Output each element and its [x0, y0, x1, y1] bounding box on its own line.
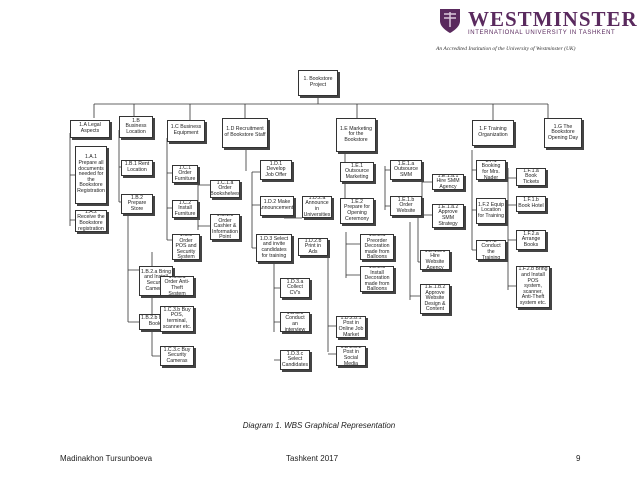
wbs-node-1c3: 1.C.3 Order POS and Security System [172, 234, 200, 260]
wbs-node-1c3a: 1.C.3.a Order Anti-Theft System [160, 276, 194, 296]
wbs-node-1c: 1.C Business Equipment [167, 120, 205, 142]
wbs-node-1d2b2: 1.D.2.b.2 Post in Social Media [336, 346, 366, 366]
wbs-node-1e1b2: 1.E.1.b.2 Approve Website Design & Conte… [420, 284, 450, 314]
wbs-node-root: 1. Bookstore Project [298, 70, 338, 96]
accreditation-text: An Accredited Institution of the Univers… [436, 46, 576, 52]
wbs-node-1f1b: 1.F.1.b Book Hotel [516, 196, 546, 212]
wbs-node-1d: 1.D Recruitment of Bookstore Staff [222, 118, 268, 148]
wbs-node-1e1a: 1.E.1.a Outsource SMM [390, 160, 422, 180]
wbs-node-1e1a2: 1.E.1.a.2 Approve SMM Strategy [432, 204, 464, 228]
wbs-node-1d1: 1.D.1 Develop Job Offer [260, 160, 292, 180]
wbs-node-1d2a: 1.D.2.a Announce in Universities [302, 196, 332, 218]
wbs-node-1f1a: 1.F.1.a Book Tickets [516, 168, 546, 186]
wbs-node-1d3: 1.D.3 Select and invite candidates for t… [256, 234, 292, 262]
wbs-node-1f2b: 1.F.2.b Bring and Install POS system, sc… [516, 266, 550, 308]
logo-top: WESTMINSTER INTERNATIONAL UNIVERSITY IN … [438, 5, 637, 36]
wbs-node-1c3c: 1.C.3.c Buy Security Cameras [160, 346, 194, 366]
wbs-node-1a1: 1.A.1 Prepare all documents needed for t… [75, 146, 107, 204]
wbs-node-1e2: 1.E.2 Prepare for Opening Ceremony [340, 198, 374, 224]
wbs-node-1e1b1: 1.E.1.b.1 Hire Website Agency [420, 250, 450, 270]
wbs-node-1f2a: 1.F.2.a Arrange Books [516, 230, 546, 250]
wbs-node-1e2b: 1.E.2.b Install Decoration made from Bal… [360, 266, 394, 292]
wbs-node-1b2: 1.B.2 Prepare Store [121, 194, 153, 214]
wbs-node-1b: 1.B Business Location [119, 116, 153, 138]
logo-subtitle: INTERNATIONAL UNIVERSITY IN TASHKENT [468, 30, 616, 36]
wbs-node-1f3: 1.F.3 Conduct the Training [476, 240, 506, 260]
wbs-node-1c1: 1.C.1 Order Furniture [172, 165, 198, 183]
wbs-node-1e: 1.E Marketing for the Bookstore [336, 118, 376, 152]
wbs-node-1b1: 1.B.1 Rent Location [121, 160, 153, 176]
wbs-node-1c1b: 1.C.1.b Order Cashier & Information Poin… [210, 214, 240, 240]
wbs-node-1d3c: 1.D.3.c Select Candidates [280, 350, 310, 370]
wbs-node-1d2b: 1.D.2.b Print in Ads [298, 238, 328, 256]
footer-page-number: 9 [576, 454, 581, 463]
wbs-node-1f: 1.F Training Organization [472, 120, 514, 146]
wbs-node-1e2a: 1.E.2.a Preorder Decoration made from Ba… [360, 234, 394, 260]
figure-caption: Diagram 1. WBS Graphical Representation [242, 421, 396, 430]
university-logo: WESTMINSTER INTERNATIONAL UNIVERSITY IN … [436, 3, 637, 57]
footer-location: Tashkent 2017 [286, 454, 339, 463]
wbs-diagram: 1. Bookstore Project 1.A Legal Aspects 1… [69, 70, 582, 370]
wbs-node-1c1a: 1.C.1.a Order Bookshelves [210, 180, 240, 198]
footer-author: Madinakhon Tursunboeva [60, 454, 153, 463]
logo-brand: WESTMINSTER [468, 7, 638, 31]
wbs-node-1c3b: 1.C.3.b Buy POS, terminal, scanner etc. [160, 306, 194, 332]
wbs-node-1d2: 1.D.2 Make Announcements [260, 196, 294, 216]
wbs-node-1e1: 1.E.1 Outsource Marketing [340, 162, 374, 182]
wbs-node-1d3b: 1.D.3.b Conduct an interview [280, 312, 310, 332]
wbs-node-1g: 1.G The Bookstore Opening Day [544, 118, 582, 148]
crest-icon [440, 9, 460, 33]
wbs-node-1f1: 1.F.1 Booking for Mrs. Nader [476, 160, 506, 180]
wbs-node-1d3a: 1.D.3.a Collect CV's [280, 278, 310, 298]
wbs-node-1e1b: 1.E.1.b Order Website [390, 196, 422, 216]
wbs-node-1a2: 1.A.2 Receive the Bookstore registration [75, 210, 107, 232]
wbs-node-1a: 1.A Legal Aspects [70, 120, 110, 138]
wbs-node-1f2: 1.F.2 Equip Location for Training [476, 198, 506, 224]
wbs-node-1d2b1: 1.D.2.b.1 Post in Online Job Market [336, 316, 366, 338]
wbs-node-1c2: 1.C.2 Install Furniture [172, 200, 198, 218]
wbs-node-1e1a1: 1.E.1.a.1 Hire SMM Agency [432, 174, 464, 190]
